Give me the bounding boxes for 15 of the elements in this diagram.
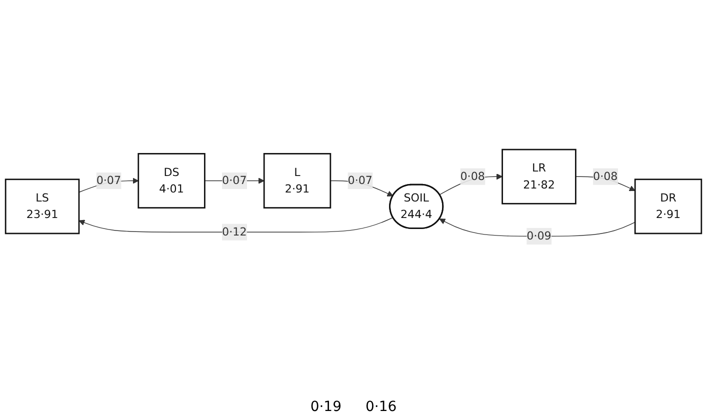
edge-label: 0·08 (593, 170, 618, 184)
edge-label: 0·12 (222, 226, 247, 239)
node-box: DR 2·91 (634, 179, 702, 235)
edge-label: 0·07 (348, 174, 372, 188)
flow-value-label: 0·19 (310, 399, 342, 415)
arrow (78, 218, 394, 233)
edge-label: 0·07 (222, 174, 247, 188)
node-box: DS 4·01 (138, 153, 206, 209)
node-box: LS 23·91 (4, 179, 80, 235)
edge-label: 0·07 (96, 174, 122, 188)
node-box: LR 21·82 (502, 149, 576, 205)
flow-value-label: 0·16 (366, 399, 397, 415)
edge-label: 0·09 (526, 230, 552, 243)
edge-label: 0·08 (460, 170, 485, 184)
node-box: L 2·91 (263, 153, 332, 209)
